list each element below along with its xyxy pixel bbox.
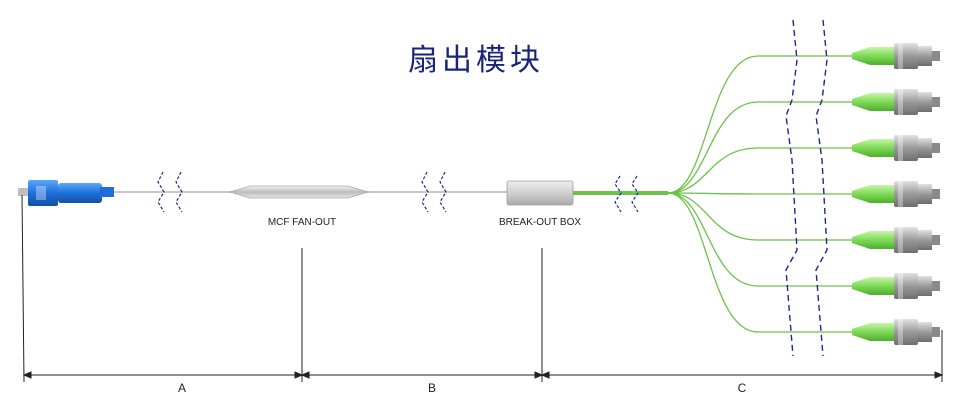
cable-break-mark-icon: [421, 171, 447, 213]
fiber-strand: [667, 192, 856, 195]
fiber-strand: [667, 192, 856, 241]
dimension-extension-lines: [21, 194, 943, 383]
fc-connector-icon: [852, 89, 940, 115]
dimension-label-b: B: [428, 381, 436, 395]
break-out-label: BREAK-OUT BOX: [499, 217, 581, 228]
fiber-strand: [667, 55, 856, 194]
cable-break-mark-icon: [614, 175, 639, 213]
fc-connector-icon: [852, 227, 940, 253]
dimension-label-c: C: [738, 381, 747, 395]
fiber-strand: [667, 192, 856, 333]
fanned-fibers: [667, 55, 856, 333]
fc-connector-icon: [852, 319, 940, 345]
fiber-strand: [667, 147, 856, 194]
diagram-title: 扇出模块: [408, 43, 544, 78]
fc-connector-icon: [852, 43, 940, 69]
dimension-label-a: A: [178, 381, 186, 395]
fc-connector-stack: [852, 43, 940, 345]
mcf-fanout-device-icon: [228, 185, 370, 199]
fc-connector-icon: [852, 135, 940, 161]
cable-break-mark-icon: [157, 171, 183, 213]
fan-out-label: MCF FAN-OUT: [268, 217, 336, 228]
breakout-box-icon: [506, 180, 574, 206]
dimension-arrows: [22, 371, 944, 379]
fiber-break-lines: [785, 19, 828, 357]
fc-connector-icon: [852, 273, 940, 299]
sc-connector-icon: [18, 180, 114, 206]
fiber-strand: [667, 101, 856, 194]
fiber-strand: [667, 192, 856, 287]
fc-connector-icon: [852, 181, 940, 207]
